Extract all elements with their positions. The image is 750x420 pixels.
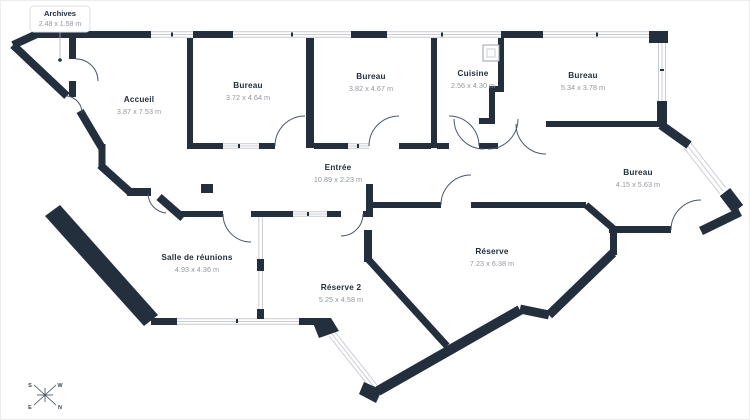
walls <box>10 30 744 403</box>
compass-letter-w: W <box>57 383 63 389</box>
room-labels: Accueil 3.87 x 7.53 m Bureau 3.72 x 4.64… <box>117 69 660 304</box>
structural-column <box>201 184 213 193</box>
room-dims-salle-de-reunions: 4.93 x 4.36 m <box>175 265 219 274</box>
archives-card <box>29 5 91 33</box>
compass-letter-n: N <box>58 405 62 411</box>
room-label-reserve: Réserve <box>475 247 509 256</box>
archives-card-dims: 2.48 x 1.58 m <box>39 21 82 28</box>
room-dims-accueil: 3.87 x 7.53 m <box>117 107 161 116</box>
room-label-salle-de-reunions: Salle de réunions <box>161 253 232 262</box>
room-dims-bureau-1: 3.72 x 4.64 m <box>226 93 270 102</box>
room-dims-reserve: 7.23 x 6.38 m <box>470 259 514 268</box>
room-label-bureau-4: Bureau <box>623 168 652 177</box>
room-dims-entree: 10.89 x 2.23 m <box>314 175 362 184</box>
compass-rose-icon: S W E N <box>28 383 63 411</box>
compass-letter-s: S <box>28 383 32 389</box>
archives-callout: Archives 2.48 x 1.58 m <box>29 5 91 62</box>
room-label-accueil: Accueil <box>124 95 155 104</box>
door-arcs <box>66 58 702 243</box>
room-label-bureau-1: Bureau <box>233 81 262 90</box>
leader-dot <box>58 58 62 62</box>
kitchen-sink <box>482 44 500 62</box>
room-label-entree: Entrée <box>325 163 352 172</box>
room-label-bureau-3: Bureau <box>568 71 597 80</box>
room-dims-bureau-2: 3.82 x 4.67 m <box>349 84 393 93</box>
compass-letter-e: E <box>28 405 32 411</box>
room-dims-reserve-2: 5.25 x 4.58 m <box>319 295 363 304</box>
room-dims-cuisine: 2.56 x 4.30 m <box>451 81 495 90</box>
room-dims-bureau-3: 5.34 x 3.78 m <box>561 83 605 92</box>
archives-card-name: Archives <box>44 9 76 18</box>
room-label-cuisine: Cuisine <box>458 69 489 78</box>
room-label-reserve-2: Réserve 2 <box>321 283 362 292</box>
window-glazing-lines <box>151 31 727 390</box>
room-dims-bureau-4: 4.15 x 5.63 m <box>616 180 660 189</box>
room-label-bureau-2: Bureau <box>356 72 385 81</box>
